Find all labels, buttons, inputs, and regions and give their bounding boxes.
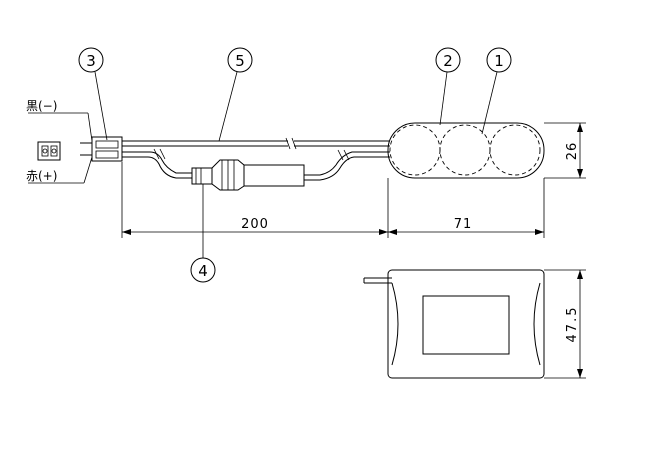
dimension-lengths <box>121 162 545 238</box>
callout-1: 1 <box>481 47 512 135</box>
fuse-holder-wire <box>122 148 390 181</box>
callout-5: 5 <box>218 47 253 142</box>
dimension-71-label: 71 <box>454 217 473 232</box>
battery-pack-top-view <box>387 122 545 179</box>
dimension-47-5-label: 47.5 <box>565 306 580 343</box>
red-wire-label: 赤(+) <box>26 169 57 183</box>
callout-5-label: 5 <box>235 52 245 70</box>
callout-4: 4 <box>190 184 216 283</box>
label-area <box>422 295 510 355</box>
callout-3: 3 <box>78 47 108 141</box>
callout-2: 2 <box>435 47 461 126</box>
connector <box>80 136 123 162</box>
dimension-width <box>544 269 586 379</box>
connector-end-icon <box>37 141 61 161</box>
battery-pack-side-view <box>363 269 545 379</box>
callout-4-label: 4 <box>198 262 208 280</box>
callout-2-label: 2 <box>443 52 453 70</box>
black-wire-label: 黒(−) <box>26 99 57 113</box>
battery-cell-1 <box>389 124 441 176</box>
callout-3-label: 3 <box>86 52 96 70</box>
fuse-holder <box>191 159 305 191</box>
lead-wire <box>122 137 390 150</box>
battery-cell-3 <box>489 124 541 176</box>
dimension-height <box>544 122 586 179</box>
callout-1-label: 1 <box>494 52 504 70</box>
dimension-200-label: 200 <box>241 217 269 232</box>
dimension-26-label: 26 <box>565 142 580 161</box>
